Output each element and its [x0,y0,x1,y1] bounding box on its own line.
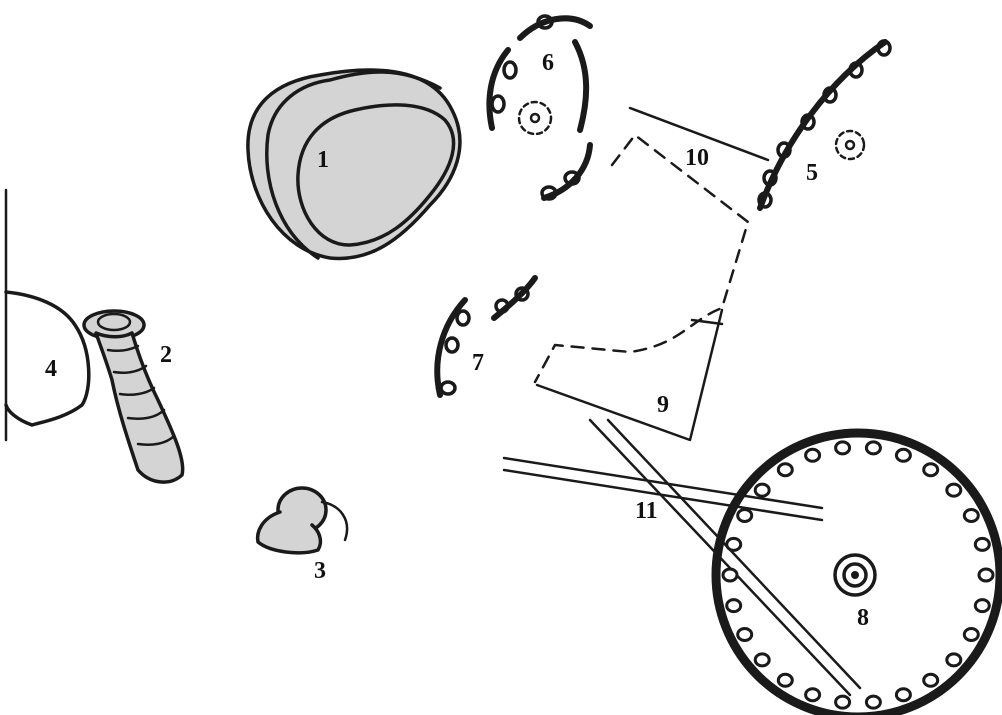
item-5-arc [759,41,890,208]
item-6-arcs [489,16,590,199]
posthole-mark [727,600,741,612]
posthole-mark [866,442,880,454]
posthole-mark [723,569,737,581]
posthole-mark [947,484,961,496]
label-1: 1 [317,147,329,173]
label-11: 11 [635,498,658,524]
posthole-mark [755,484,769,496]
label-7: 7 [472,350,484,376]
label-3: 3 [314,558,326,584]
posthole-mark [975,600,989,612]
posthole-mark [836,442,850,454]
label-6: 6 [542,50,554,76]
posthole-mark [975,538,989,550]
posthole-mark [806,689,820,701]
posthole-mark [738,510,752,522]
item-4-outline [6,190,89,440]
item-3-object [258,488,347,553]
posthole-mark [896,449,910,461]
posthole-mark [896,689,910,701]
label-2: 2 [160,342,172,368]
label-8: 8 [857,605,869,631]
posthole-mark [924,674,938,686]
posthole-mark [727,538,741,550]
posthole-mark [866,696,880,708]
posthole-mark [947,654,961,666]
posthole-mark [778,464,792,476]
posthole-mark [806,449,820,461]
item-7-arcs [437,278,535,395]
item-11-lines [504,420,860,695]
label-10: 10 [685,145,709,171]
posthole-mark [964,510,978,522]
label-5: 5 [806,160,818,186]
posthole-mark [979,569,993,581]
posthole-mark [836,696,850,708]
label-9: 9 [657,392,669,418]
item-8-circle [716,433,1000,715]
item-1-pot [248,70,460,258]
posthole-mark [964,629,978,641]
posthole-mark [924,464,938,476]
posthole-mark [738,629,752,641]
posthole-mark [755,654,769,666]
label-4: 4 [45,356,57,382]
item-2-bead [84,311,183,482]
posthole-mark [778,674,792,686]
